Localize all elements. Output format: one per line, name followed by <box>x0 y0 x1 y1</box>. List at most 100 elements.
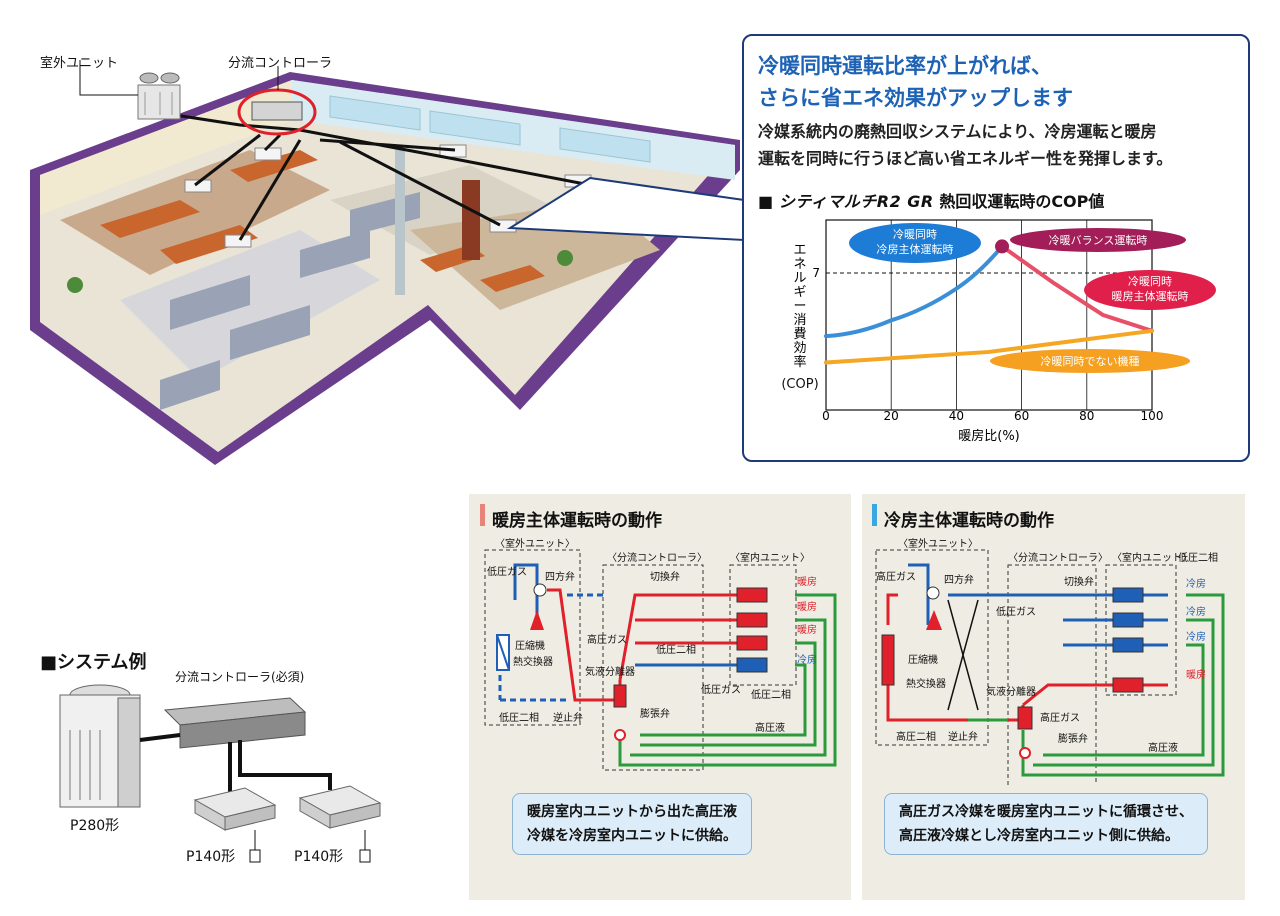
badge-heating-line2: 暖房主体運転時 <box>1112 289 1189 303</box>
heating-note: 暖房室内ユニットから出た高圧液 冷媒を冷房室内ユニットに供給。 <box>512 793 752 855</box>
badge-cooling-line2: 冷房主体運転時 <box>877 242 954 256</box>
c-check-valve: 逆止弁 <box>948 730 978 743</box>
h-separator: 気液分離器 <box>585 665 635 678</box>
x-tick-label: 40 <box>949 409 964 423</box>
c-low-two-phase-top: 低圧二相 <box>1178 551 1218 564</box>
badge-balance: 冷暖バランス運転時 <box>1010 228 1186 252</box>
y-label-char: 消 <box>793 313 806 328</box>
indoor-model-label-2: P140形 <box>294 849 344 865</box>
y-label-char: エ <box>793 243 806 258</box>
h-heat-3: 暖房 <box>797 623 817 636</box>
c-outdoor-label: 〈室外ユニット〉 <box>898 537 978 550</box>
c-separator: 気液分離器 <box>986 685 1036 698</box>
h-four-way: 四方弁 <box>545 570 575 583</box>
h-outdoor-label: 〈室外ユニット〉 <box>495 537 575 550</box>
c-heat-1: 暖房 <box>1186 668 1206 681</box>
c-expansion: 膨張弁 <box>1058 732 1088 745</box>
cooling-panel-title: 冷房主体運転時の動作 <box>884 511 1054 531</box>
h-high-gas: 高圧ガス <box>587 633 627 646</box>
c-high-gas-2: 高圧ガス <box>1040 711 1080 724</box>
cooling-diagram: 〈室外ユニット〉 〈分流コントローラ〉 〈室内ユニット〉 低圧二相 高圧ガス 四… <box>875 537 1225 785</box>
cooling-note-line2: 高圧液冷媒とし冷房室内ユニット側に供給。 <box>899 828 1179 844</box>
y-label-char: 効 <box>793 341 806 356</box>
h-low-gas: 低圧ガス <box>487 565 527 578</box>
badge-balance-text: 冷暖バランス運転時 <box>1049 234 1148 247</box>
h-cool-1: 冷房 <box>797 653 817 666</box>
h-compressor: 圧縮機 <box>515 639 545 652</box>
outdoor-unit-label: 室外ユニット <box>40 56 119 71</box>
system-drawing <box>59 684 382 863</box>
peak-point <box>995 239 1010 254</box>
callout-body-2: 運転を同時に行うほど高い省エネルギー性を発揮します。 <box>758 149 1173 168</box>
system-controller-label: 分流コントローラ(必須) <box>175 670 305 684</box>
x-tick-label: 20 <box>884 409 899 423</box>
x-tick-label: 0 <box>822 409 830 423</box>
badge-cooling-line1: 冷暖同時 <box>893 228 937 241</box>
chart-x-label: 暖房比(%) <box>958 428 1020 444</box>
c-cool-3: 冷房 <box>1186 630 1206 643</box>
c-controller-label: 〈分流コントローラ〉 <box>1008 551 1108 564</box>
cooling-note: 高圧ガス冷媒を暖房室内ユニットに循環させ、 高圧液冷媒とし冷房室内ユニット側に供… <box>884 793 1208 855</box>
y-label-char: ネ <box>793 257 806 272</box>
y-label-char: ル <box>793 271 806 286</box>
series-line <box>824 328 1154 365</box>
callout-body-1: 冷媒系統内の廃熱回収システムにより、冷房運転と暖房 <box>758 122 1157 141</box>
badge-heating-main: 冷暖同時 暖房主体運転時 <box>1084 270 1216 310</box>
y-label-char: ー <box>793 299 806 314</box>
chart-title-brand: シティマルチR2 GR <box>778 192 934 211</box>
y-label-char: 率 <box>793 354 806 370</box>
cooling-note-line1: 高圧ガス冷媒を暖房室内ユニットに循環させ、 <box>899 804 1193 820</box>
h-heat-exchanger: 熱交換器 <box>513 655 553 668</box>
x-ticks: 0 20 40 60 80 100 <box>822 409 1163 423</box>
h-low-two-phase: 低圧二相 <box>499 711 539 724</box>
indoor-model-label-1: P140形 <box>186 849 236 865</box>
x-tick-label: 60 <box>1014 409 1029 423</box>
h-high-liquid: 高圧液 <box>755 721 785 734</box>
c-high-gas: 高圧ガス <box>876 570 916 583</box>
h-switch-valve: 切換弁 <box>650 570 680 583</box>
badge-non-simultaneous: 冷暖同時でない機種 <box>990 349 1190 373</box>
series-line <box>824 244 1005 339</box>
h-heat-2: 暖房 <box>797 600 817 613</box>
h-low-two-phase-2: 低圧二相 <box>656 643 696 656</box>
chart-title-suffix: 熱回収運転時のCOP値 <box>939 192 1105 211</box>
callout-pointer <box>506 176 745 242</box>
c-low-gas: 低圧ガス <box>996 605 1036 618</box>
heating-note-line2: 冷媒を冷房室内ユニットに供給。 <box>527 828 737 844</box>
chart-y-unit: (COP) <box>781 377 818 392</box>
h-heat-1: 暖房 <box>797 575 817 588</box>
c-heat-exchanger: 熱交換器 <box>906 677 946 690</box>
cooling-title-marker <box>872 504 877 526</box>
h-controller-label: 〈分流コントローラ〉 <box>607 551 707 564</box>
heating-note-line1: 暖房室内ユニットから出た高圧液 <box>527 804 737 820</box>
heating-panel-title: 暖房主体運転時の動作 <box>492 511 662 531</box>
outdoor-model-label: P280形 <box>70 818 120 834</box>
c-low-two-phase: 高圧二相 <box>896 730 936 743</box>
x-tick-label: 80 <box>1079 409 1094 423</box>
badge-heating-line1: 冷暖同時 <box>1128 275 1172 288</box>
h-check-valve: 逆止弁 <box>553 711 583 724</box>
system-title: ■システム例 <box>40 652 147 673</box>
y-label-char: ギ <box>793 285 806 300</box>
chart-title: ■ シティマルチR2 GR 熱回収運転時のCOP値 <box>758 188 1104 212</box>
h-low-two-phase-3: 低圧二相 <box>751 688 791 701</box>
x-tick-label: 100 <box>1141 409 1164 423</box>
c-four-way: 四方弁 <box>944 573 974 586</box>
badge-non-text: 冷暖同時でない機種 <box>1041 354 1140 368</box>
chart-title-prefix: ■ <box>758 192 774 211</box>
h-low-gas-2: 低圧ガス <box>701 683 741 696</box>
y-label-char: 費 <box>793 327 806 342</box>
h-expansion: 膨張弁 <box>640 707 670 720</box>
heating-title-marker <box>480 504 485 526</box>
controller-label: 分流コントローラ <box>228 56 333 71</box>
h-indoor-label: 〈室内ユニット〉 <box>730 551 810 564</box>
c-cool-2: 冷房 <box>1186 605 1206 618</box>
c-indoor-label: 〈室内ユニット〉 <box>1112 551 1192 564</box>
callout-headline-1: 冷暖同時運転比率が上がれば、 <box>758 54 1052 78</box>
c-cool-1: 冷房 <box>1186 577 1206 590</box>
y-tick-7: 7 <box>812 266 820 280</box>
c-switch-valve: 切換弁 <box>1064 575 1094 588</box>
heating-diagram: 〈室外ユニット〉 〈分流コントローラ〉 〈室内ユニット〉 低圧ガス 四方弁 圧縮… <box>484 537 837 771</box>
